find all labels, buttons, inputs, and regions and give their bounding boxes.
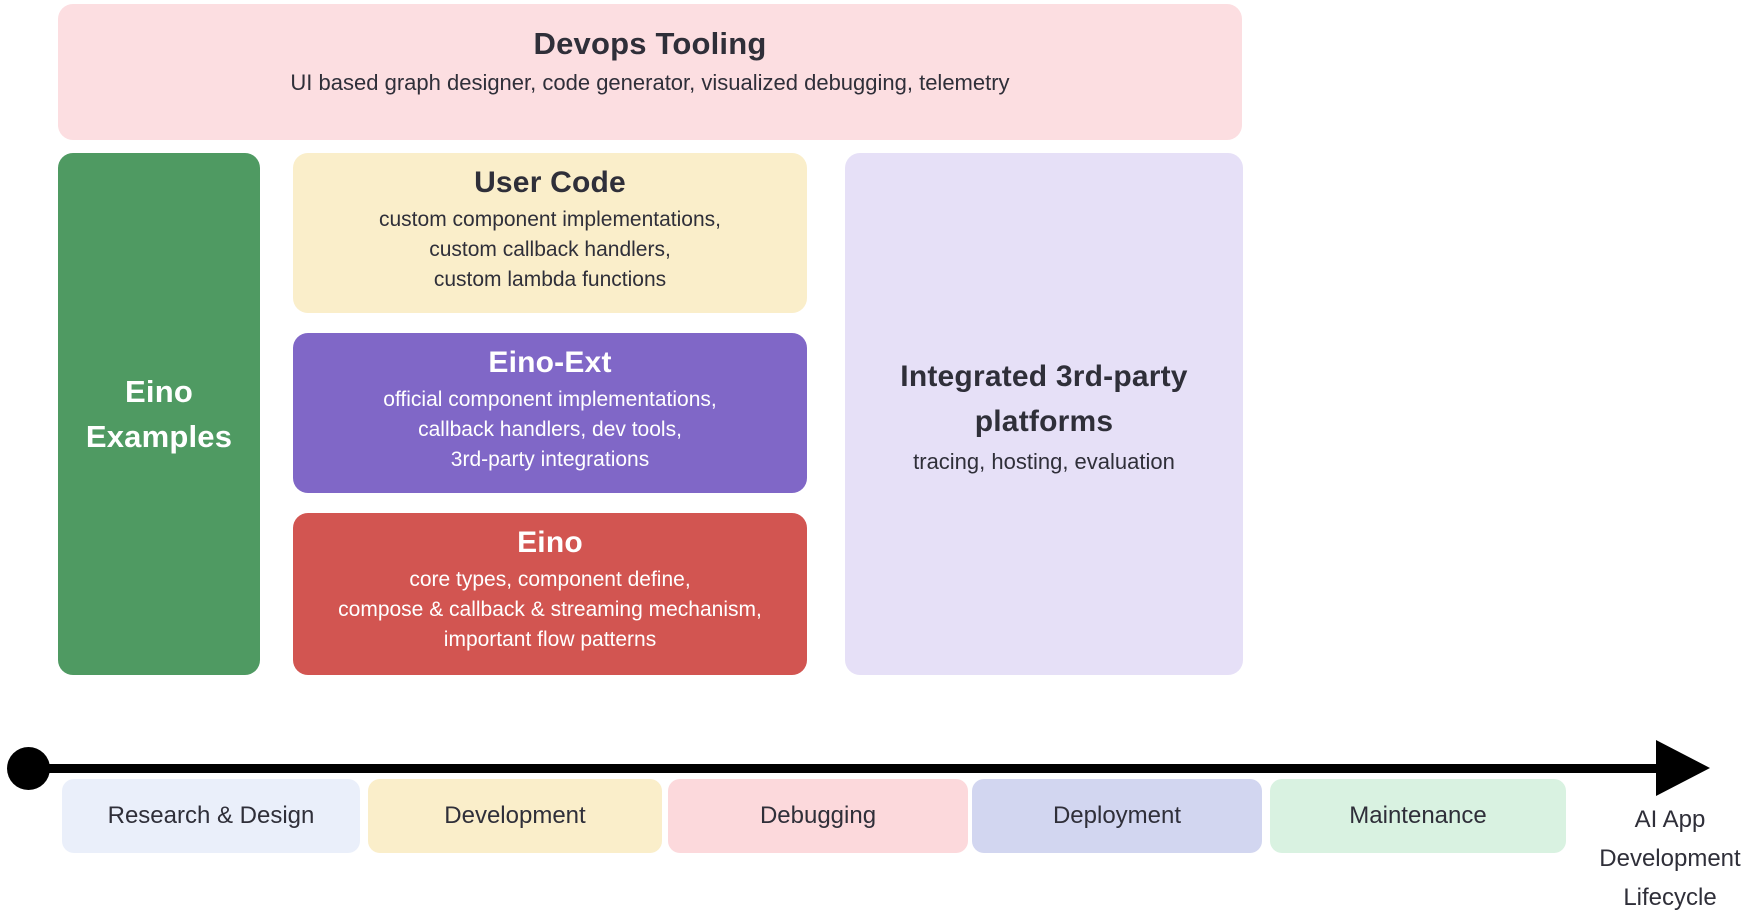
eino-ext-line: official component implementations,	[293, 385, 807, 415]
eino-ext-line: 3rd-party integrations	[293, 445, 807, 475]
eino-core-line: important flow patterns	[293, 625, 807, 655]
user-code-line: custom callback handlers,	[293, 235, 807, 265]
phase-label: Development	[444, 802, 585, 830]
eino-core-box: Eino core types, component define, compo…	[293, 513, 807, 675]
phase-label: Debugging	[760, 802, 876, 830]
devops-tooling-box: Devops Tooling UI based graph designer, …	[58, 4, 1242, 140]
phase-maintenance: Maintenance	[1270, 779, 1566, 853]
phase-development: Development	[368, 779, 662, 853]
devops-tooling-subtitle: UI based graph designer, code generator,…	[58, 70, 1242, 96]
user-code-box: User Code custom component implementatio…	[293, 153, 807, 313]
phase-label: Deployment	[1053, 802, 1181, 830]
eino-core-title: Eino	[293, 526, 807, 560]
user-code-line: custom component implementations,	[293, 205, 807, 235]
eino-ext-box: Eino-Ext official component implementati…	[293, 333, 807, 493]
axis-caption: AI App Development Lifecycle	[1580, 800, 1760, 917]
devops-tooling-title: Devops Tooling	[58, 26, 1242, 62]
platforms-subtitle: tracing, hosting, evaluation	[913, 449, 1175, 475]
eino-examples-box: Eino Examples	[58, 153, 260, 675]
eino-ext-line: callback handlers, dev tools,	[293, 415, 807, 445]
timeline-axis-line	[30, 764, 1658, 773]
phase-label: Research & Design	[108, 802, 315, 830]
eino-core-line: compose & callback & streaming mechanism…	[293, 595, 807, 625]
axis-caption-line: AI App	[1580, 800, 1760, 839]
phase-deployment: Deployment	[972, 779, 1262, 853]
phase-debugging: Debugging	[668, 779, 968, 853]
phase-research-design: Research & Design	[62, 779, 360, 853]
axis-caption-line: Development	[1580, 839, 1760, 878]
user-code-title: User Code	[293, 166, 807, 200]
user-code-line: custom lambda functions	[293, 265, 807, 295]
phase-label: Maintenance	[1349, 802, 1486, 830]
eino-core-line: core types, component define,	[293, 565, 807, 595]
eino-ext-title: Eino-Ext	[293, 346, 807, 380]
platforms-title: Integrated 3rd-party platforms	[865, 354, 1223, 444]
platforms-box: Integrated 3rd-party platforms tracing, …	[845, 153, 1243, 675]
timeline-arrowhead-icon	[1656, 740, 1710, 796]
eino-examples-title: Eino Examples	[76, 369, 242, 459]
axis-caption-line: Lifecycle	[1580, 878, 1760, 917]
